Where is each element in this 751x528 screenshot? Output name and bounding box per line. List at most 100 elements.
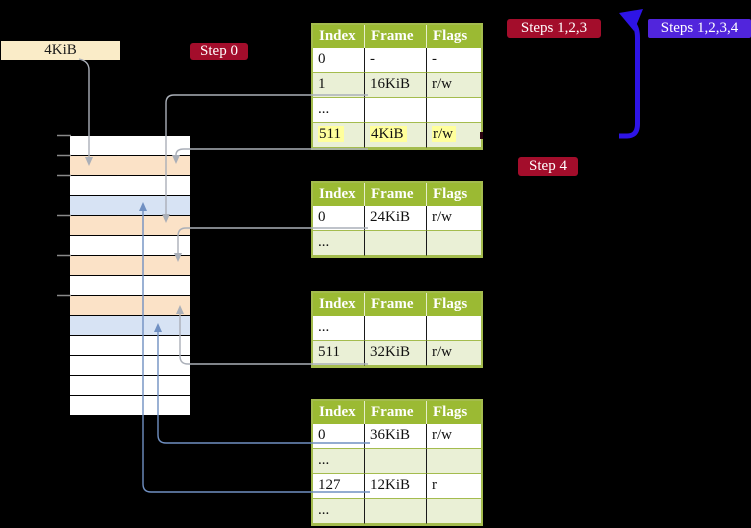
cell-text: - [432,51,437,67]
column-header-index: Index [313,293,365,316]
memory-row-free [70,336,190,356]
cell-text: r/w [432,76,452,92]
table-cell: ... [313,231,365,256]
table-cell [427,231,481,256]
table-cell [427,449,481,474]
column-header-index: Index [313,25,365,48]
memory-row-free [70,136,190,156]
page-size-label: 4KiB [1,41,120,60]
cell-text: r/w [432,126,456,142]
table-cell: - [427,48,481,73]
table-cell: 32KiB [365,341,427,366]
memory-row-data [70,316,190,336]
cell-text: 0 [318,51,326,67]
cell-text: r [432,477,437,493]
loop-back-arrow [619,17,640,139]
table-cell: r/w [427,206,481,231]
cell-text: ... [318,101,330,117]
column-header-flags: Flags [427,25,481,48]
table-cell: 0 [313,424,365,449]
memory-row-free [70,176,190,196]
table-cell: 12KiB [365,474,427,499]
memory-row-free [70,236,190,256]
table-body: 0 24KiB r/w... [313,206,481,256]
cell-text: ... [318,452,330,468]
table-cell [365,449,427,474]
table-cell [365,98,427,123]
column-header-flags: Flags [427,183,481,206]
cell-text: 12KiB [370,477,411,493]
table-cell: r/w [427,424,481,449]
cell-text: ... [318,502,330,518]
cell-text: 1 [318,76,326,92]
table-cell [427,98,481,123]
cell-text: 24KiB [370,209,411,225]
table-cell: r/w [427,73,481,98]
memory-row-pagetable [70,256,190,276]
table-cell: ... [313,316,365,341]
table-cell: 0 [313,206,365,231]
column-header-frame: Frame [365,293,427,316]
table-cell [365,316,427,341]
table-cell [365,231,427,256]
memory-row-free [70,356,190,376]
cell-text: 4KiB [370,126,407,142]
cell-text: 16KiB [370,76,411,92]
loop-back-arrowhead [619,9,643,31]
cell-text: 0 [318,209,326,225]
cell-text: ... [318,319,330,335]
table-cell: ... [313,98,365,123]
table-cell: 1 [313,73,365,98]
cell-text: 0 [318,427,326,443]
cell-text: ... [318,234,330,250]
table-cell: 4KiB [365,123,427,148]
memory-row-free [70,276,190,296]
column-header-index: Index [313,183,365,206]
memory-row-free [70,376,190,396]
table-cell: r/w [427,123,481,148]
memory-tick-marks [57,134,71,297]
memory-column [70,135,190,416]
column-header-frame: Frame [365,401,427,424]
table-cell: 511 [313,123,365,148]
cell-text: 511 [318,126,344,142]
table-cell: ... [313,499,365,524]
memory-row-pagetable [70,216,190,236]
table-cell: 24KiB [365,206,427,231]
memory-row-data [70,196,190,216]
cell-text: 127 [318,477,341,493]
table-cell: 127 [313,474,365,499]
table-cell: r [427,474,481,499]
cell-text: 36KiB [370,427,411,443]
cell-text: r/w [432,427,452,443]
table-cell: 16KiB [365,73,427,98]
table-cell: r/w [427,341,481,366]
table-cell [365,499,427,524]
table-cell [427,499,481,524]
table-cell: ... [313,449,365,474]
table-cell [427,316,481,341]
cell-text: r/w [432,344,452,360]
table-cell: 0 [313,48,365,73]
column-header-frame: Frame [365,25,427,48]
badge-step-4: Step 4 [518,157,578,176]
badge-steps-1-2-3: Steps 1,2,3 [507,19,601,38]
column-header-index: Index [313,401,365,424]
column-header-frame: Frame [365,183,427,206]
column-header-flags: Flags [427,293,481,316]
cell-text: r/w [432,209,452,225]
cell-text: 32KiB [370,344,411,360]
memory-row-pagetable [70,156,190,176]
badge-steps-1-2-3-4: Steps 1,2,3,4 [648,19,751,38]
column-header-flags: Flags [427,401,481,424]
